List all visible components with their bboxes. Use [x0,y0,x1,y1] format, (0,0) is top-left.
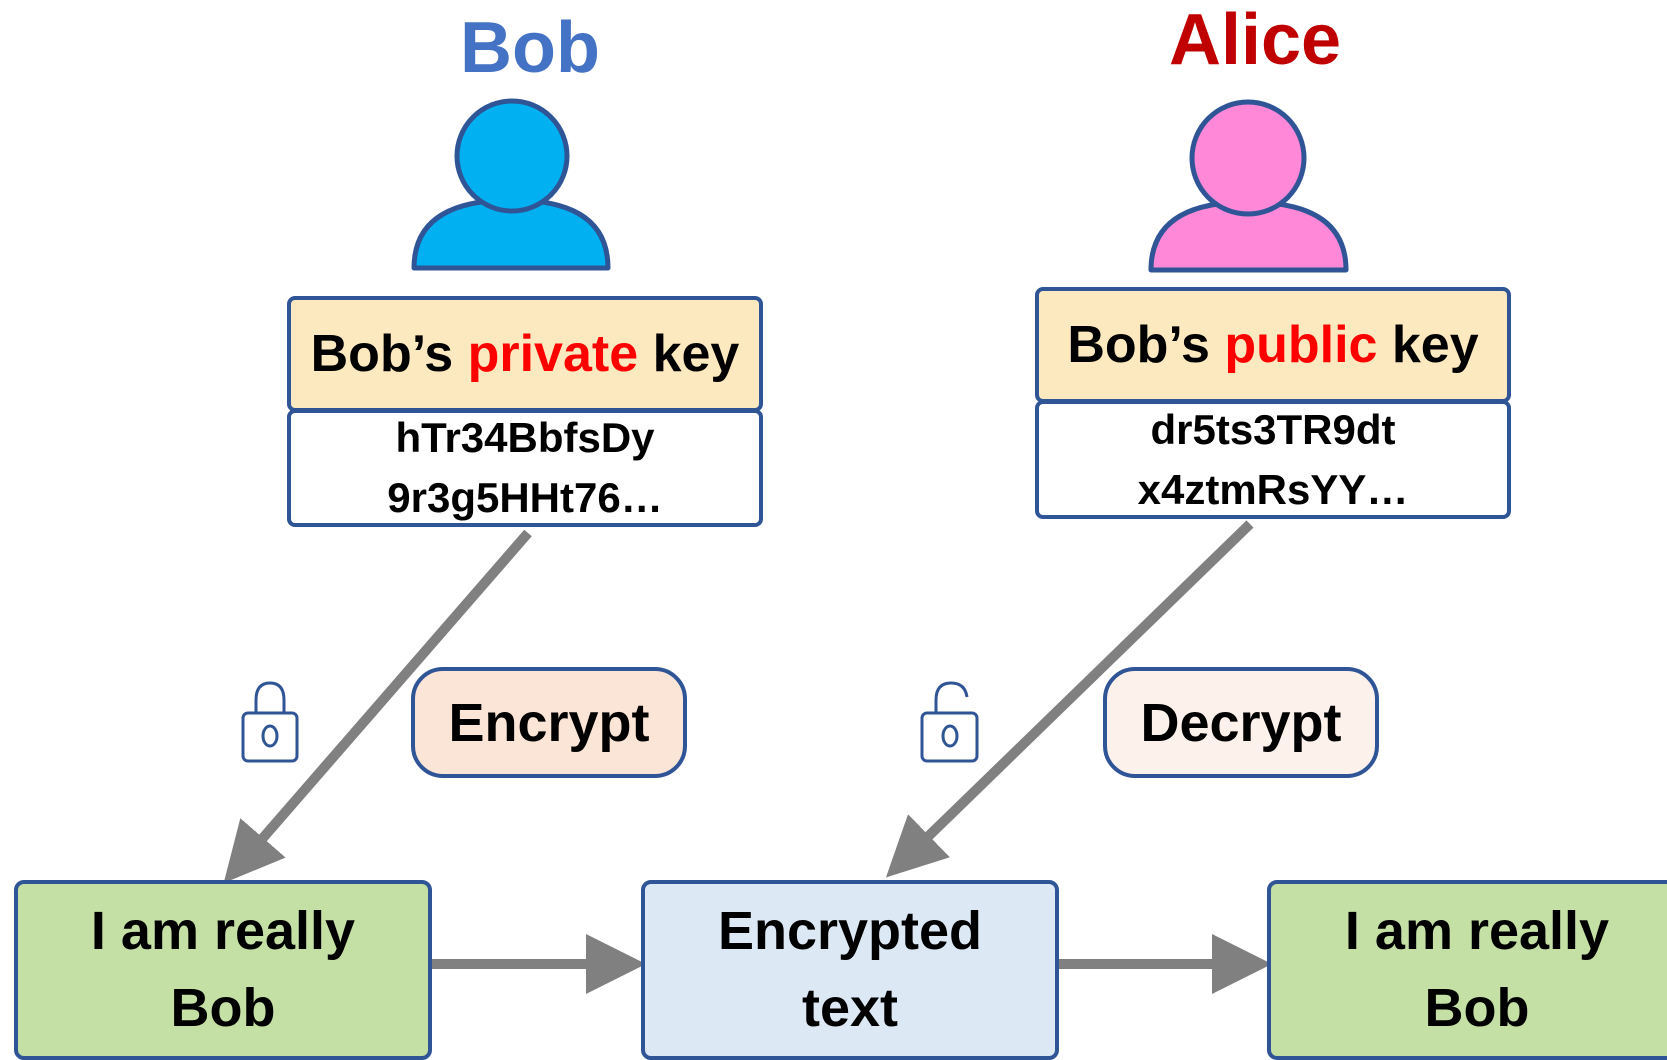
padlock-open-icon [920,681,979,763]
private-key-line-2: 9r3g5HHt76… [387,474,663,521]
public-key-value: dr5ts3TR9dt x4ztmRsYY… [1035,400,1511,519]
key-owner-label: Bob’s [310,325,454,383]
encrypted-text-box: Encrypted text [641,880,1059,1060]
key-type-public: public [1224,316,1378,374]
private-key-to-message-arrow [223,529,532,884]
key-type-private: private [467,325,639,383]
alice-name: Alice [1168,0,1342,80]
decrypted-message-line-1: I am really [1344,901,1610,962]
encrypted-text-line-1: Encrypted [717,901,983,962]
private-key-line-1: hTr34BbfsDy [395,414,655,462]
key-suffix-label: key [1391,316,1479,374]
public-key-line-2: x4ztmRsYY… [1137,465,1409,513]
original-message-line-2: Bob [170,978,276,1038]
encrypted-text-line-2: text [801,978,899,1038]
alice-avatar-icon [1148,99,1349,273]
key-suffix-label: key [652,325,740,383]
bob-name: Bob [460,8,600,88]
private-key-value: hTr34BbfsDy 9r3g5HHt76… [287,409,763,527]
decrypted-message-box: I am really Bob [1267,880,1667,1060]
key-owner-label: Bob’s [1067,316,1210,374]
bob-avatar-icon [411,98,611,271]
encrypt-operation: Encrypt [411,667,687,778]
private-key-header: Bob’s private key [287,296,763,412]
public-key-header: Bob’s public key [1035,287,1511,403]
original-message-box: I am really Bob [14,880,432,1060]
original-message-line-1: I am really [90,901,356,962]
decrypted-message-line-2: Bob [1424,978,1530,1038]
decrypt-operation: Decrypt [1103,667,1379,778]
padlock-closed-icon [241,681,299,763]
public-key-to-ciphertext-arrow [885,520,1254,878]
public-key-line-1: dr5ts3TR9dt [1150,405,1396,453]
